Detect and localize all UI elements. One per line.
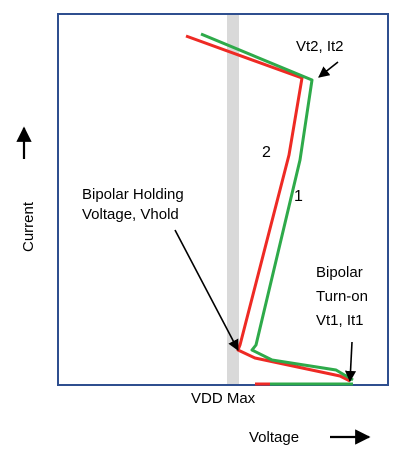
curve-2-number: 2 — [262, 144, 271, 161]
vt2-arrow — [318, 61, 339, 78]
vdd-max-band — [227, 15, 239, 384]
hold-label-line1: Bipolar Holding — [82, 186, 184, 203]
turnon-label-line1: Bipolar — [316, 264, 363, 281]
hold-label-line2: Voltage, Vhold — [82, 206, 179, 223]
hold-arrow — [174, 229, 239, 351]
y-axis-title: Current — [20, 201, 37, 252]
curve-1-green — [200, 32, 354, 382]
turnon-arrow — [344, 341, 357, 383]
x-axis-title: Voltage — [249, 429, 299, 446]
turnon-label-line2: Turn-on — [316, 288, 368, 305]
curve-2-red — [185, 34, 351, 383]
plot-frame — [57, 13, 389, 386]
turnon-label-line3: Vt1, It1 — [316, 312, 364, 329]
curve-1-number: 1 — [294, 188, 303, 205]
vdd-max-label: VDD Max — [191, 390, 256, 407]
vt2-label: Vt2, It2 — [296, 38, 344, 55]
